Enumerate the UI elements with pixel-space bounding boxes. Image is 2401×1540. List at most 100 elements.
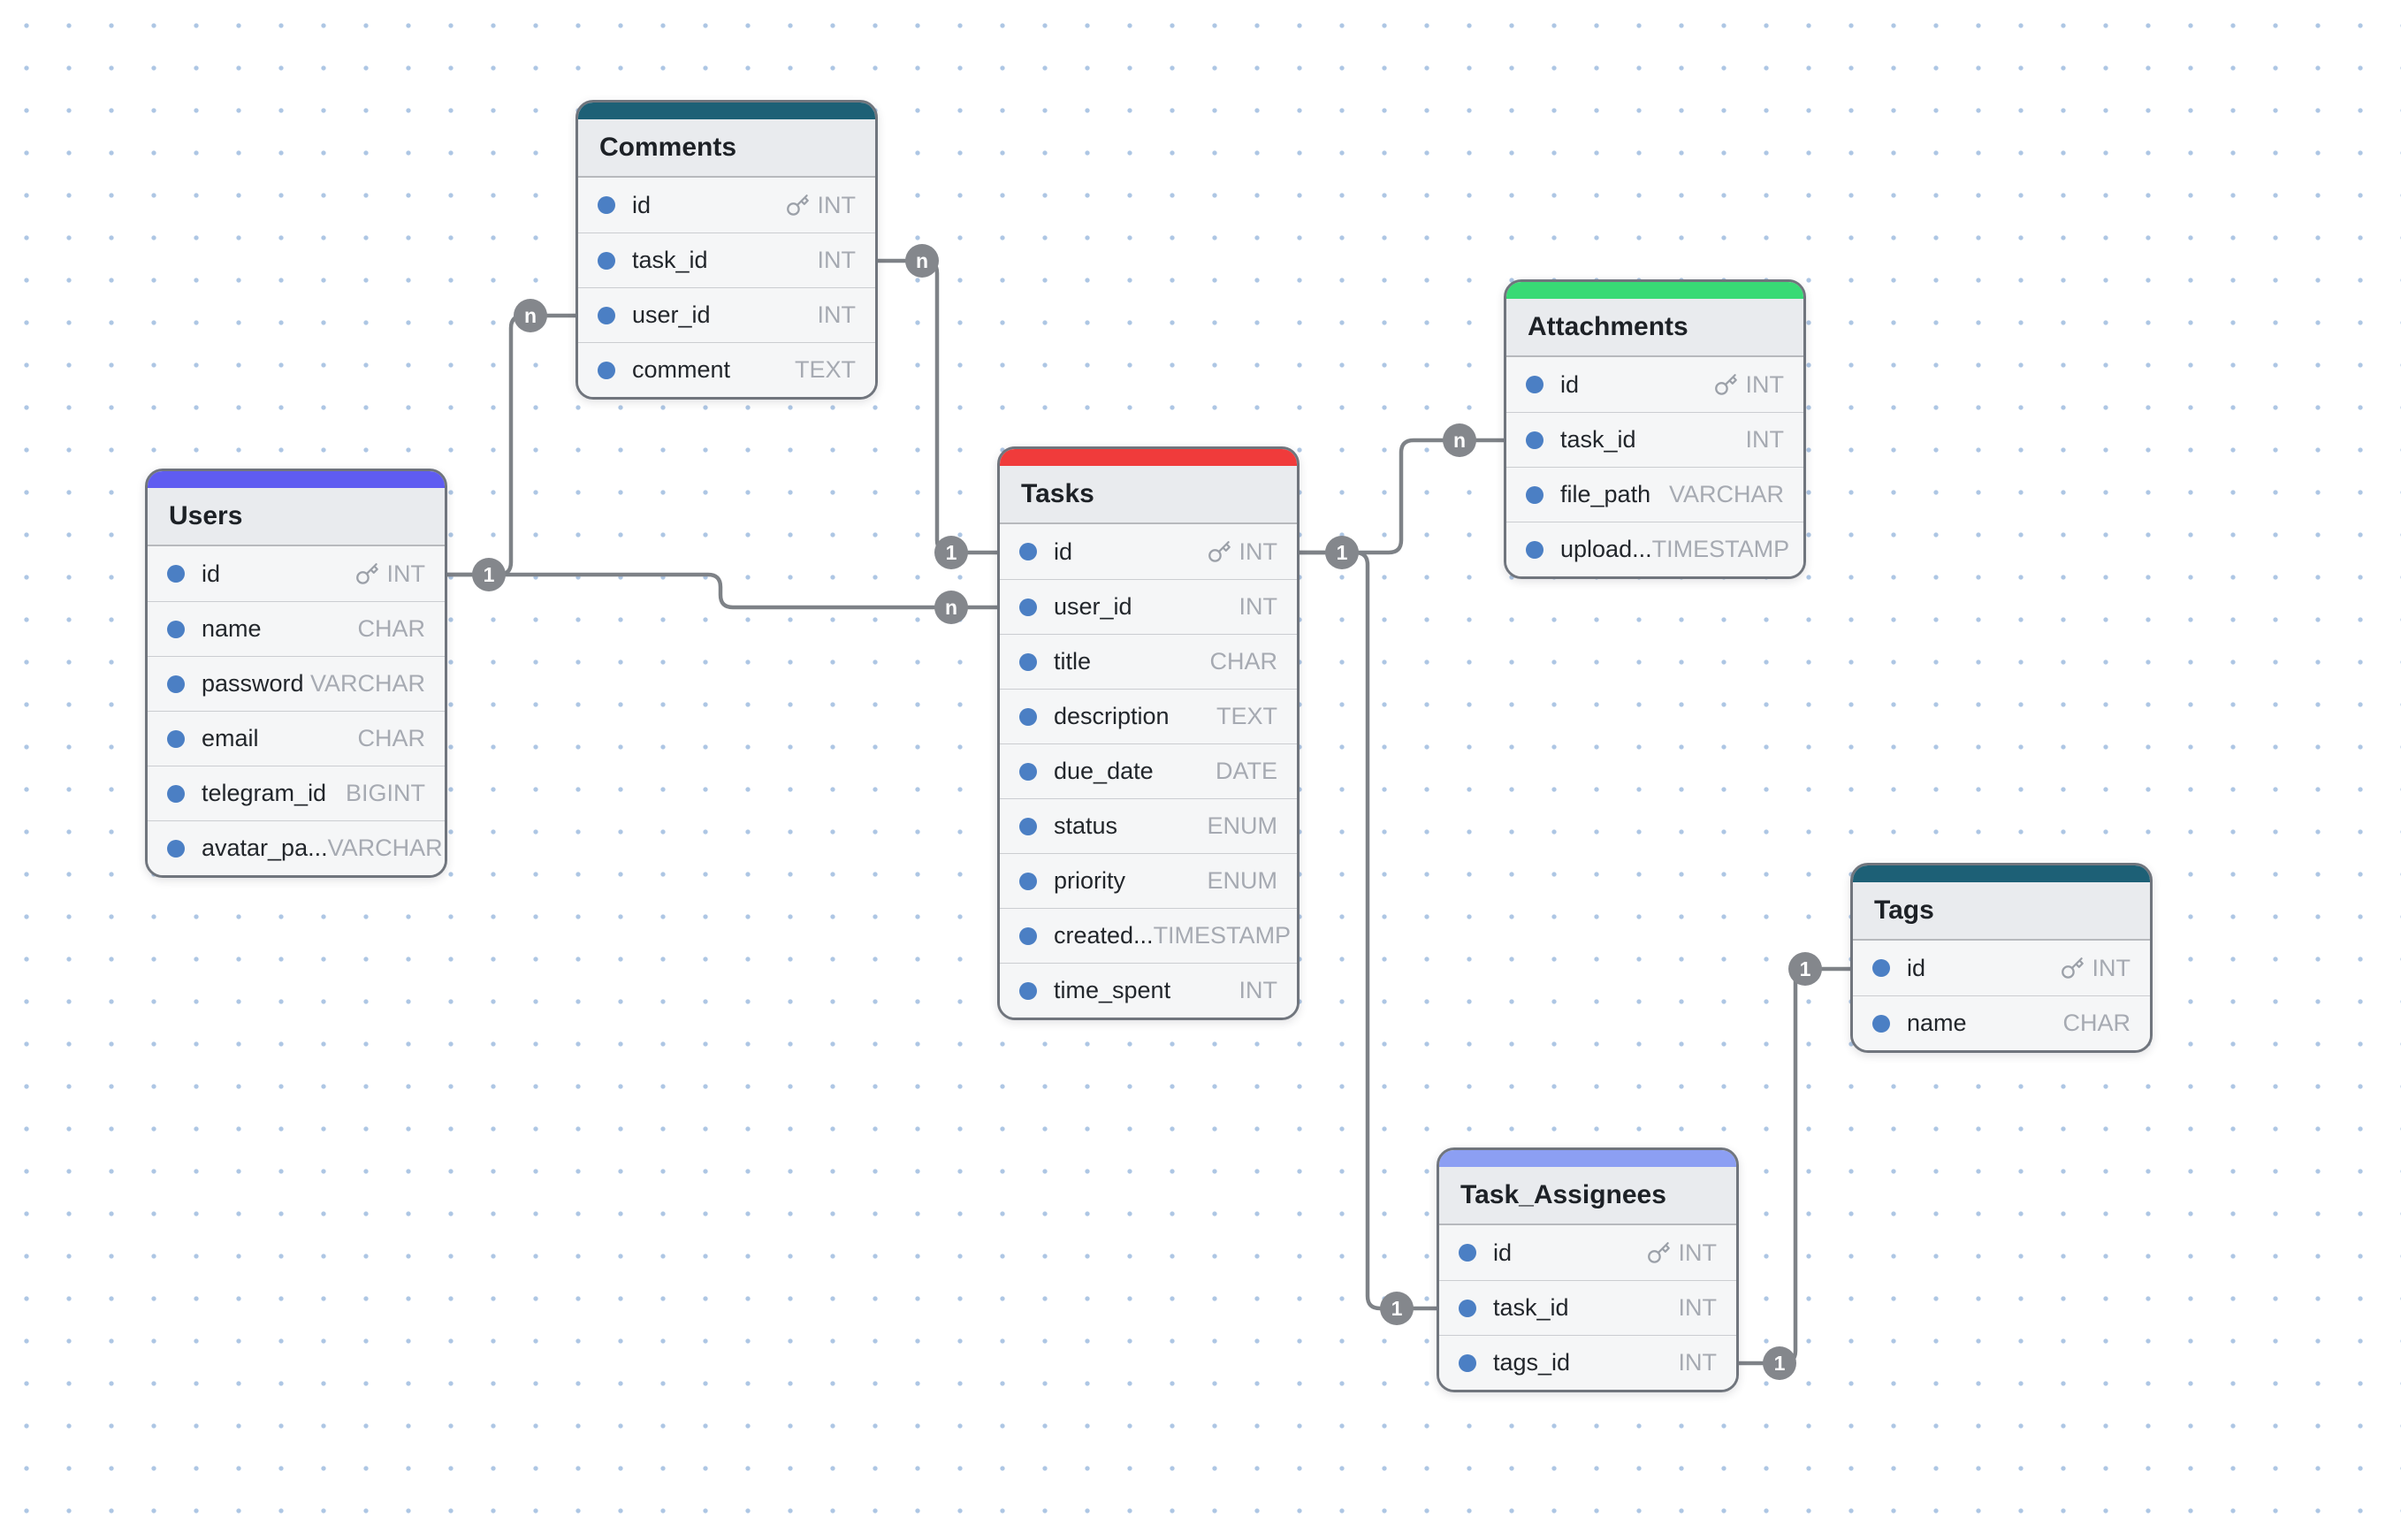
field-row[interactable]: created... TIMESTAMP — [1000, 908, 1297, 963]
field-row[interactable]: telegram_id BIGINT — [148, 766, 445, 820]
relationship-line-tags-task-assignees[interactable] — [1739, 969, 1850, 1363]
table-comments[interactable]: Comments id INT task_id INT user_id INT … — [575, 100, 878, 400]
field-row[interactable]: email CHAR — [148, 711, 445, 766]
field-row[interactable]: user_id INT — [578, 287, 875, 342]
relationship-line-tasks-comments[interactable] — [878, 261, 997, 553]
cardinality-badge-users-tasks-many[interactable]: n — [934, 591, 968, 624]
field-row[interactable]: id INT — [1439, 1225, 1736, 1280]
field-name: name — [202, 615, 262, 643]
field-type: INT — [818, 301, 857, 329]
field-type: CHAR — [2062, 1010, 2130, 1037]
field-name: id — [632, 192, 651, 219]
table-tags-color-strip — [1853, 865, 2150, 882]
primary-key-icon — [786, 194, 810, 217]
table-title[interactable]: Tasks — [1000, 466, 1297, 524]
field-type: CHAR — [357, 725, 425, 752]
field-type: TEXT — [1216, 703, 1277, 730]
field-type: TIMESTAMP — [1154, 922, 1292, 949]
table-title[interactable]: Tags — [1853, 882, 2150, 941]
field-row[interactable]: upload... TIMESTAMP — [1506, 522, 1803, 576]
field-name: id — [202, 560, 220, 588]
field-name: status — [1054, 812, 1117, 840]
cardinality-badge-tasks-task-assignees-one[interactable]: 1 — [1380, 1292, 1414, 1325]
field-name: email — [202, 725, 259, 752]
field-type: TEXT — [795, 356, 856, 384]
field-row[interactable]: id INT — [148, 546, 445, 601]
table-tags[interactable]: Tags id INT name CHAR — [1850, 863, 2153, 1053]
field-type: DATE — [1216, 758, 1277, 785]
table-title[interactable]: Attachments — [1506, 299, 1803, 357]
field-row[interactable]: id INT — [1000, 524, 1297, 579]
field-dot-icon — [1019, 763, 1037, 781]
field-row[interactable]: task_id INT — [1506, 412, 1803, 467]
relationship-line-users-tasks[interactable] — [447, 575, 997, 607]
primary-key-icon — [2061, 957, 2085, 980]
primary-key-icon — [1208, 540, 1231, 564]
table-tasks[interactable]: Tasks id INT user_id INT title CHAR desc… — [997, 446, 1300, 1020]
field-row[interactable]: due_date DATE — [1000, 743, 1297, 798]
table-attachments-color-strip — [1506, 282, 1803, 299]
field-row[interactable]: description TEXT — [1000, 689, 1297, 743]
field-row[interactable]: name CHAR — [148, 601, 445, 656]
field-row[interactable]: id INT — [1853, 941, 2150, 995]
field-type: TIMESTAMP — [1652, 536, 1790, 563]
relationship-line-tasks-attachments[interactable] — [1300, 440, 1504, 553]
field-type: INT — [1239, 977, 1278, 1004]
cardinality-badge-tags-task-assignees-one[interactable]: 1 — [1788, 952, 1822, 986]
primary-key-icon — [1714, 373, 1738, 397]
table-comments-color-strip — [578, 103, 875, 119]
field-type: INT — [786, 192, 857, 219]
field-row[interactable]: user_id INT — [1000, 579, 1297, 634]
field-row[interactable]: password VARCHAR — [148, 656, 445, 711]
field-type: INT — [1679, 1349, 1718, 1376]
field-row[interactable]: task_id INT — [578, 233, 875, 287]
field-dot-icon — [1019, 708, 1037, 726]
field-type: INT — [1647, 1239, 1718, 1267]
cardinality-badge-tasks-attachments-many[interactable]: n — [1443, 423, 1476, 457]
cardinality-badge-tasks-comments-one[interactable]: 1 — [934, 536, 968, 569]
field-name: file_path — [1560, 481, 1650, 508]
table-users-color-strip — [148, 471, 445, 488]
cardinality-badge-users-comments-one[interactable]: 1 — [472, 558, 506, 591]
field-type: ENUM — [1208, 812, 1278, 840]
field-dot-icon — [1019, 653, 1037, 671]
table-attachments[interactable]: Attachments id INT task_id INT file_path… — [1504, 279, 1806, 579]
field-row[interactable]: title CHAR — [1000, 634, 1297, 689]
relationship-line-users-comments[interactable] — [447, 316, 575, 575]
field-row[interactable]: tags_id INT — [1439, 1335, 1736, 1390]
field-row[interactable]: avatar_pa... VARCHAR — [148, 820, 445, 875]
field-row[interactable]: priority ENUM — [1000, 853, 1297, 908]
field-row[interactable]: id INT — [1506, 357, 1803, 412]
cardinality-badge-task-assignees-tags-one[interactable]: 1 — [1763, 1346, 1796, 1380]
field-name: id — [1560, 371, 1579, 399]
table-title[interactable]: Comments — [578, 119, 875, 178]
field-row[interactable]: name CHAR — [1853, 995, 2150, 1050]
field-row[interactable]: file_path VARCHAR — [1506, 467, 1803, 522]
table-title[interactable]: Users — [148, 488, 445, 546]
field-name: comment — [632, 356, 730, 384]
field-dot-icon — [1526, 541, 1544, 559]
field-type: INT — [1746, 426, 1785, 454]
table-task-assignees[interactable]: Task_Assignees id INT task_id INT tags_i… — [1437, 1147, 1739, 1392]
field-dot-icon — [1019, 543, 1037, 560]
table-users[interactable]: Users id INT name CHAR password VARCHAR … — [145, 469, 447, 878]
field-type: CHAR — [1209, 648, 1277, 675]
field-row[interactable]: comment TEXT — [578, 342, 875, 397]
field-row[interactable]: status ENUM — [1000, 798, 1297, 853]
relationship-line-tasks-task-assignees[interactable] — [1300, 553, 1437, 1308]
table-tasks-color-strip — [1000, 449, 1297, 466]
field-dot-icon — [1526, 431, 1544, 449]
cardinality-badge-tasks-attachments-one[interactable]: 1 — [1325, 536, 1359, 569]
field-name: priority — [1054, 867, 1125, 895]
field-row[interactable]: task_id INT — [1439, 1280, 1736, 1335]
cardinality-badge-tasks-comments-many[interactable]: n — [905, 244, 939, 278]
cardinality-badge-users-comments-many[interactable]: n — [514, 299, 547, 332]
field-name: name — [1907, 1010, 1967, 1037]
field-row[interactable]: time_spent INT — [1000, 963, 1297, 1018]
field-name: user_id — [632, 301, 711, 329]
field-dot-icon — [1459, 1244, 1476, 1262]
field-row[interactable]: id INT — [578, 178, 875, 233]
field-name: avatar_pa... — [202, 835, 328, 862]
table-title[interactable]: Task_Assignees — [1439, 1167, 1736, 1225]
